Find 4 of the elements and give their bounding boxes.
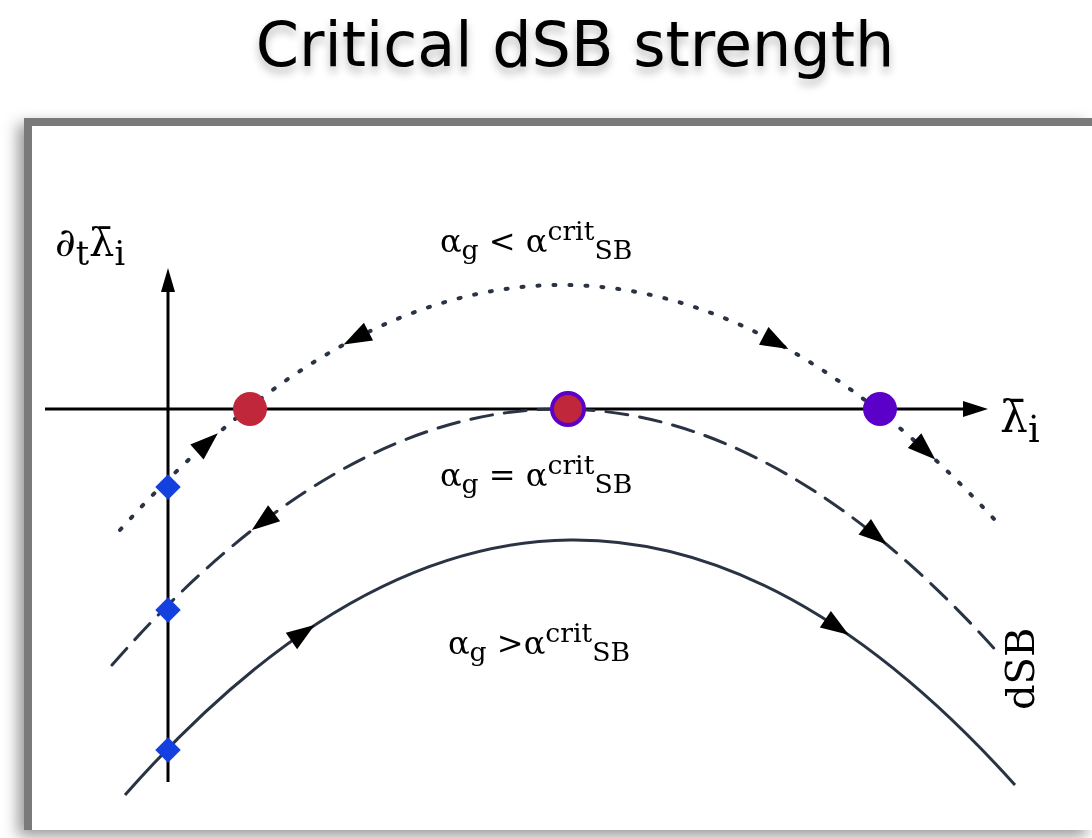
- axis-label: ∂$_{t}$λ̄$_{i}$: [55, 222, 126, 271]
- curve-label: dSB: [1000, 627, 1040, 710]
- title: Critical dSB strength: [254, 8, 896, 81]
- axis-label: λ̄$_{i}$: [1000, 395, 1040, 449]
